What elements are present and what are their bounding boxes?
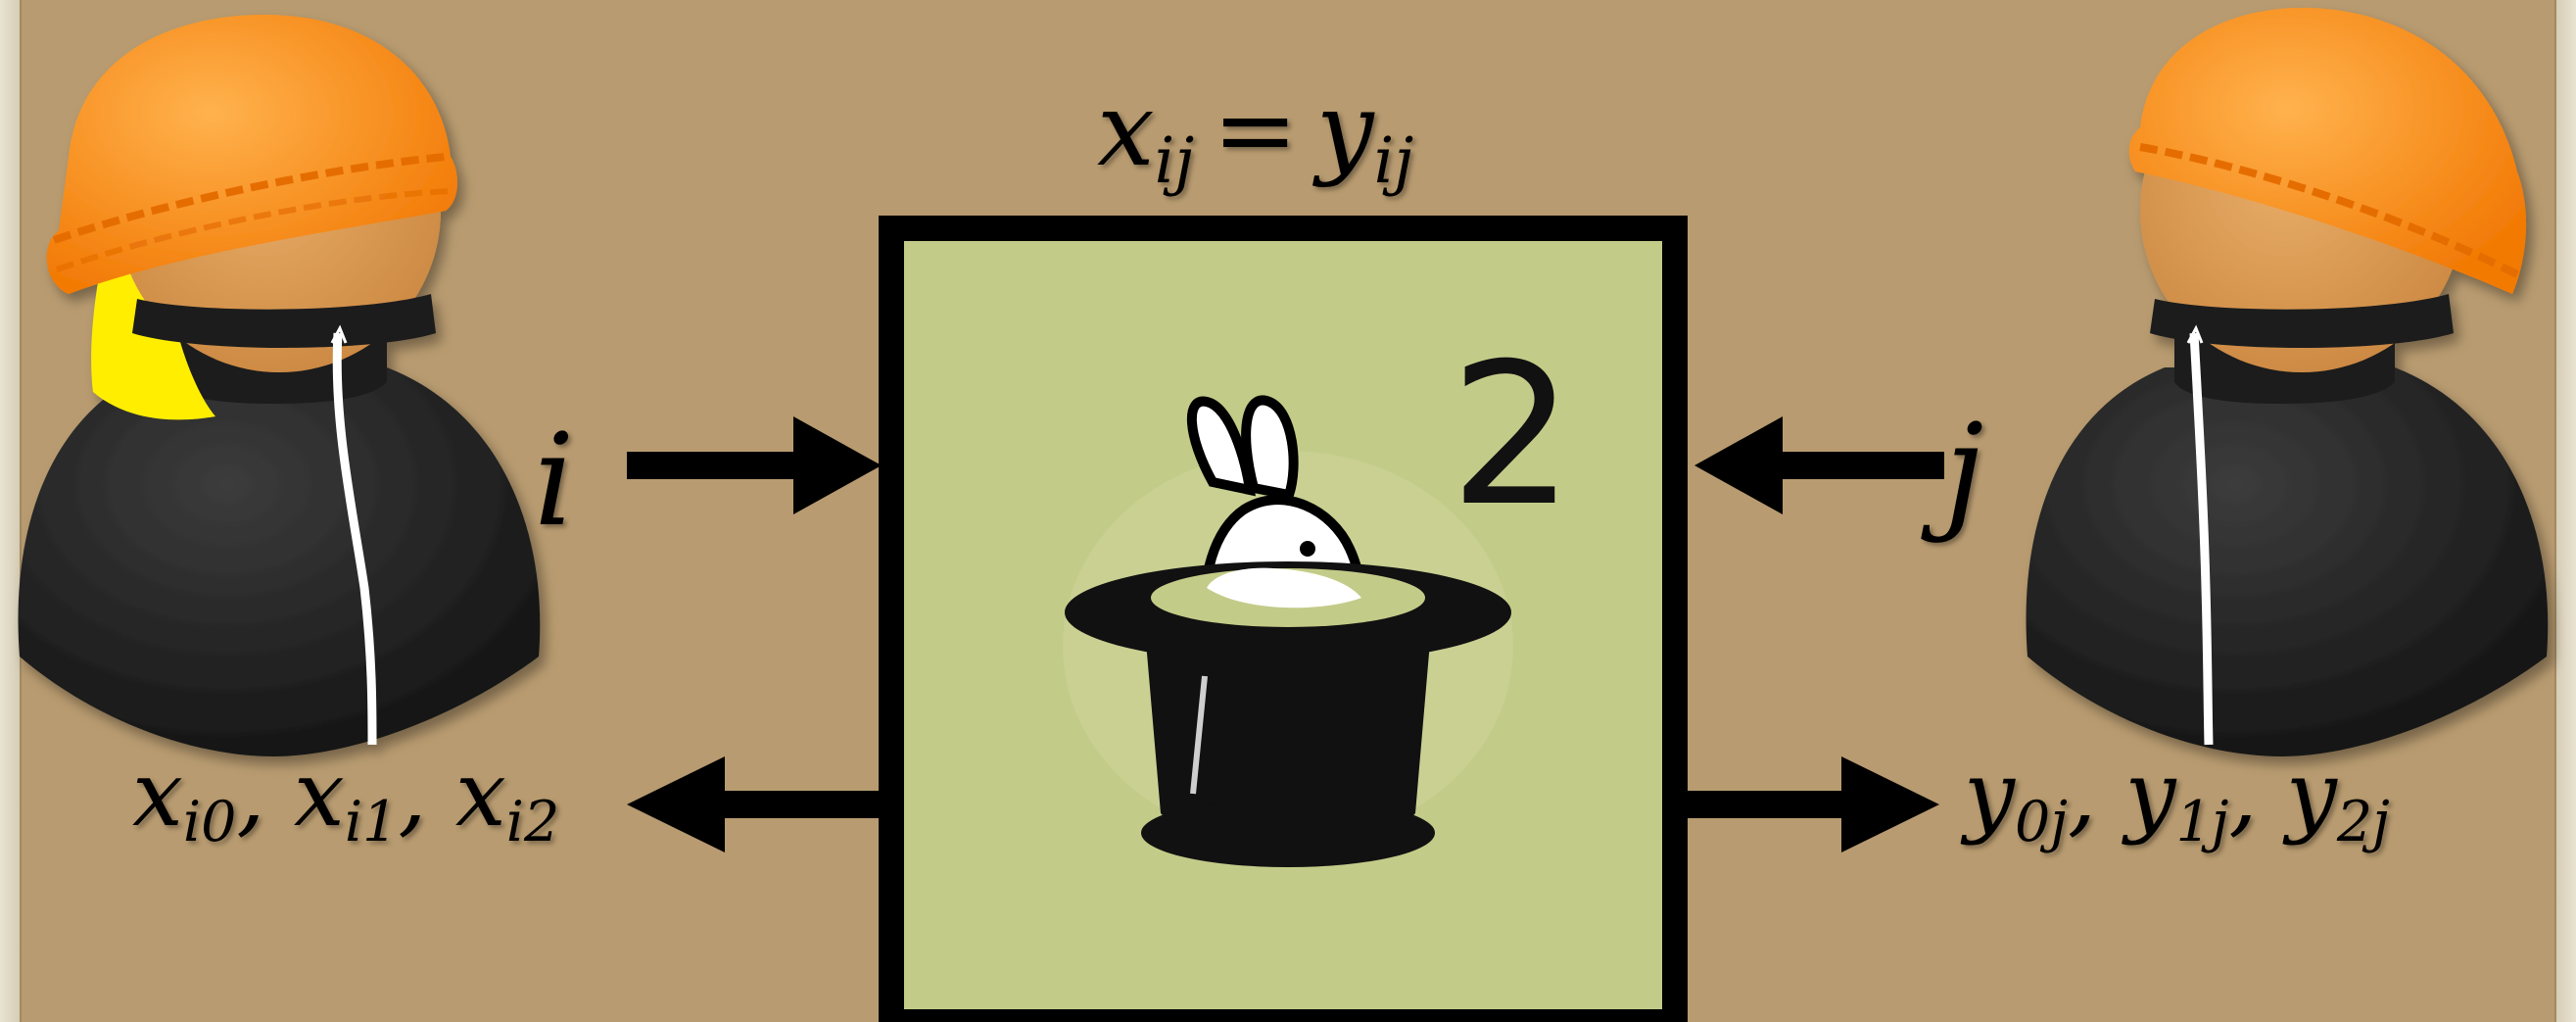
- right-input-label: j: [1944, 407, 1983, 534]
- right-person-body: [2027, 367, 2549, 756]
- left-input-label: i: [534, 416, 575, 544]
- arrow-left-icon: [1694, 416, 1944, 514]
- right-person-icon: [2027, 8, 2549, 756]
- arrow-right-icon: [627, 416, 882, 514]
- left-person-icon: [19, 15, 541, 756]
- left-outputs: xi0, xi1, xi2: [132, 750, 559, 851]
- box-number: 2: [1450, 338, 1574, 534]
- equation-x-equals-y: xij=yij: [1097, 78, 1413, 194]
- arrow-left-icon: [627, 756, 882, 852]
- left-person-body: [19, 367, 541, 756]
- right-outputs: y0j, y1j, y2j: [1964, 750, 2390, 851]
- arrow-right-icon: [1687, 756, 1939, 852]
